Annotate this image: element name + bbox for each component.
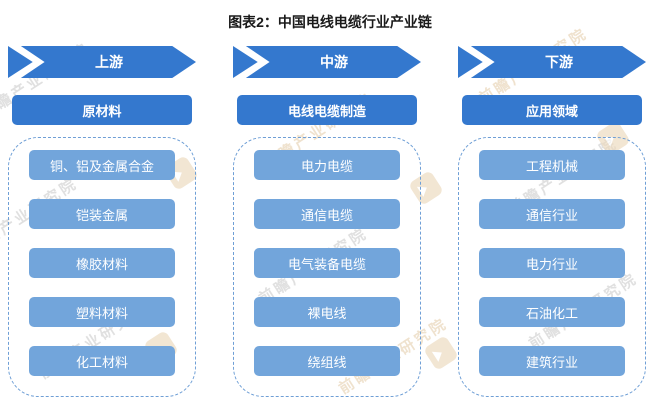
item-box: 化工材料 [29, 346, 175, 376]
stage-arrow-downstream: 下游 [458, 46, 646, 78]
item-box: 裸电线 [254, 297, 400, 327]
category-box-midstream: 电线电缆制造 [237, 95, 417, 125]
stage-label: 下游 [545, 54, 573, 70]
item-box: 塑料材料 [29, 297, 175, 327]
stage-arrow-midstream: 中游 [233, 46, 421, 78]
stage-arrow-upstream: 上游 [8, 46, 196, 78]
arrow-banner-icon [8, 46, 196, 78]
page-title: 图表2：中国电线电缆行业产业链 [228, 14, 432, 30]
item-box: 绕组线 [254, 346, 400, 376]
column-downstream: 下游 应用领域 工程机械 通信行业 电力行业 石油化工 建筑行业 [458, 46, 646, 397]
item-box: 电力行业 [479, 248, 625, 278]
item-box: 石油化工 [479, 297, 625, 327]
item-box: 橡胶材料 [29, 248, 175, 278]
item-box: 铠装金属 [29, 199, 175, 229]
category-box-upstream: 原材料 [12, 95, 192, 125]
item-box: 建筑行业 [479, 346, 625, 376]
industry-chain-diagram: 图表2：中国电线电缆行业产业链 上游 原材料 铜、铝及金属合金 铠装金属 橡胶材… [0, 14, 660, 397]
arrow-banner-icon [458, 46, 646, 78]
arrow-banner-icon [233, 46, 421, 78]
items-container-downstream: 工程机械 通信行业 电力行业 石油化工 建筑行业 [458, 137, 646, 397]
items-container-upstream: 铜、铝及金属合金 铠装金属 橡胶材料 塑料材料 化工材料 [8, 137, 196, 397]
item-box: 电力电缆 [254, 150, 400, 180]
column-upstream: 上游 原材料 铜、铝及金属合金 铠装金属 橡胶材料 塑料材料 化工材料 [8, 46, 196, 397]
stage-label: 中游 [320, 54, 348, 70]
item-box: 工程机械 [479, 150, 625, 180]
item-box: 通信电缆 [254, 199, 400, 229]
category-box-downstream: 应用领域 [462, 95, 642, 125]
column-midstream: 中游 电线电缆制造 电力电缆 通信电缆 电气装备电缆 裸电线 绕组线 [233, 46, 421, 397]
diagram-board: 上游 原材料 铜、铝及金属合金 铠装金属 橡胶材料 塑料材料 化工材料 中游 电… [0, 32, 660, 397]
items-container-midstream: 电力电缆 通信电缆 电气装备电缆 裸电线 绕组线 [233, 137, 421, 397]
item-box: 电气装备电缆 [254, 248, 400, 278]
stage-label: 上游 [95, 54, 123, 70]
item-box: 通信行业 [479, 199, 625, 229]
item-box: 铜、铝及金属合金 [29, 150, 175, 180]
